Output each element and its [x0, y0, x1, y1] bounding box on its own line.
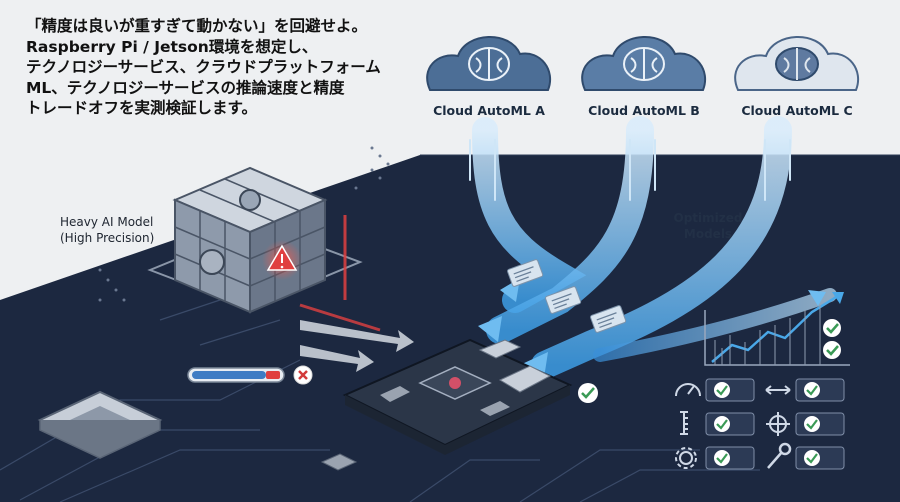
data-chips — [507, 259, 627, 333]
dot-decoration — [98, 146, 390, 302]
gear-icon — [675, 447, 697, 469]
check-icon — [804, 382, 820, 398]
gray-arrows — [300, 320, 414, 372]
brain-icon-b — [623, 47, 665, 81]
heavy-model-label: Heavy AI Model (High Precision) — [60, 214, 154, 246]
optimized-models-label: Optimized Models — [672, 210, 744, 242]
brain-icon-c — [775, 47, 819, 81]
cloud-a-label: Cloud AutoML A — [433, 103, 545, 118]
headline: 「精度は良いが重すぎて動かない」を回避せよ。 Raspberry Pi / Je… — [26, 16, 466, 119]
result-check-icon — [578, 383, 598, 403]
fail-icon — [293, 365, 313, 385]
cloud-b-label: Cloud AutoML B — [588, 103, 700, 118]
wrench-icon — [767, 442, 792, 469]
chart-check-icon-2 — [823, 341, 841, 359]
speedometer-icon — [675, 383, 701, 397]
brain-icon-a — [468, 47, 510, 81]
load-bar — [187, 367, 285, 383]
cpu-chip — [37, 390, 163, 459]
small-chip — [320, 453, 358, 471]
headline-line: Raspberry Pi / Jetson環境を想定し、 — [26, 37, 318, 56]
optimized-line1: Optimized — [673, 211, 743, 225]
arrows-horizontal-icon — [765, 385, 791, 395]
check-icon — [804, 450, 820, 466]
trend-chart — [704, 292, 850, 366]
check-icon — [714, 382, 730, 398]
headline-line: テクノロジーサービス、クラウドプラットフォーム — [26, 58, 381, 76]
headline-line: ML、テクノロジーサービスの推論速度と精度 — [26, 78, 345, 97]
chart-check-icon-1 — [823, 319, 841, 337]
check-icon — [714, 450, 730, 466]
optimized-line2: Models — [683, 227, 733, 241]
headline-line: トレードオフを実測検証します。 — [26, 99, 257, 117]
check-icon — [714, 416, 730, 432]
heavy-model-line1: Heavy AI Model — [60, 215, 154, 229]
ruler-icon — [680, 411, 688, 435]
crosshair-icon — [766, 412, 790, 436]
heavy-model-cube — [147, 166, 363, 314]
heavy-model-line2: (High Precision) — [60, 231, 155, 245]
check-icon — [804, 416, 820, 432]
headline-line: 「精度は良いが重すぎて動かない」を回避せよ。 — [26, 17, 368, 35]
edge-board — [342, 338, 573, 455]
cloud-c-label: Cloud AutoML C — [741, 103, 853, 118]
metrics-grid — [675, 378, 845, 470]
